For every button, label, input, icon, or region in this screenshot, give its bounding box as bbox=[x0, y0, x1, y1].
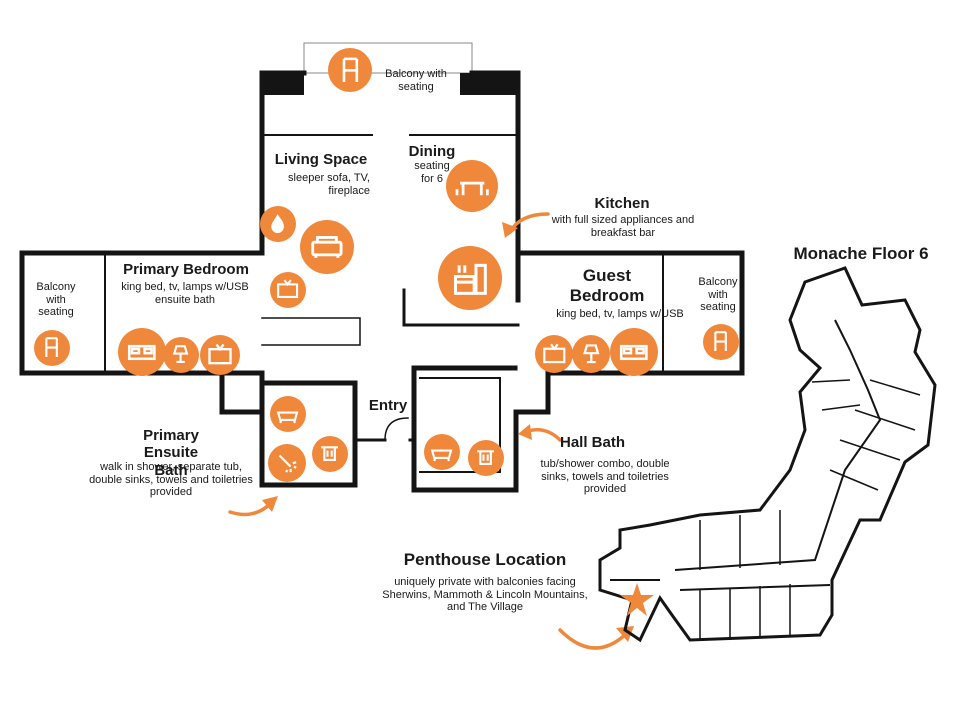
kitchen-icon bbox=[438, 246, 502, 310]
entry-label: Entry bbox=[368, 397, 408, 414]
living-space-desc: sleeper sofa, TV, fireplace bbox=[288, 172, 370, 197]
guest-bedroom-desc: king bed, tv, lamps w/USB bbox=[556, 308, 684, 320]
tv-icon bbox=[535, 335, 573, 373]
kitchen-walls bbox=[402, 288, 520, 327]
wall-stub-left bbox=[262, 73, 304, 95]
sofa-icon bbox=[300, 220, 354, 274]
closet-lines bbox=[261, 317, 361, 346]
chair-icon bbox=[34, 330, 70, 366]
primary-bedroom-walls bbox=[19, 250, 265, 483]
shower-icon bbox=[268, 444, 306, 482]
unit-walls bbox=[19, 42, 745, 493]
primary-bath-walls bbox=[259, 380, 358, 488]
penthouse-title: Penthouse Location bbox=[403, 550, 567, 569]
bed-icon bbox=[118, 328, 166, 376]
bed-icon bbox=[610, 328, 658, 376]
lamp-icon bbox=[163, 337, 199, 373]
dining-table-icon bbox=[446, 160, 498, 212]
hall-bath-inner bbox=[419, 377, 501, 473]
penthouse-arrow bbox=[558, 628, 630, 650]
building-units bbox=[699, 379, 921, 640]
penthouse-star bbox=[620, 583, 654, 616]
hall-bath-desc: tub/shower combo, double sinks, towels a… bbox=[540, 458, 670, 496]
building-shell bbox=[598, 266, 937, 643]
chair-icon bbox=[703, 324, 739, 360]
chair-icon bbox=[328, 48, 372, 92]
balcony-right-label: Balcony with seating bbox=[698, 276, 738, 314]
kitchen-desc: with full sized appliances and breakfast… bbox=[551, 214, 695, 239]
dining-title: Dining bbox=[408, 143, 456, 160]
primary-ensuite-bath-title: Primary Ensuite Bath bbox=[143, 427, 199, 479]
balcony-left-label: Balcony with seating bbox=[36, 281, 76, 319]
towel-rack-icon bbox=[312, 436, 348, 472]
center-lower-walls bbox=[219, 365, 551, 493]
balcony-top-label: Balcony with seating bbox=[385, 68, 447, 93]
tv-icon bbox=[200, 335, 240, 375]
primary-bedroom-desc: king bed, tv, lamps w/USB ensuite bath bbox=[121, 281, 249, 306]
hall-bath-title: Hall Bath bbox=[560, 434, 626, 451]
entry-door bbox=[384, 417, 409, 441]
bathtub-icon bbox=[424, 434, 460, 470]
lamp-icon bbox=[572, 335, 610, 373]
primary-bedroom-title: Primary Bedroom bbox=[123, 261, 249, 278]
floor-title: Monache Floor 6 bbox=[793, 244, 929, 263]
dining-desc: seating for 6 bbox=[414, 160, 450, 185]
arrowheads bbox=[262, 222, 634, 642]
living-space-title: Living Space bbox=[274, 151, 368, 168]
bathtub-icon bbox=[270, 396, 306, 432]
primary-ensuite-bath-desc: walk in shower, separate tub, double sin… bbox=[89, 461, 253, 499]
tv-icon bbox=[270, 272, 306, 308]
towel-rack-icon bbox=[468, 440, 504, 476]
balcony-top-outline bbox=[303, 42, 473, 74]
fireplace-icon bbox=[260, 206, 296, 242]
penthouse-desc: uniquely private with balconies facing S… bbox=[382, 576, 588, 614]
guest-bedroom-title: Guest Bedroom bbox=[569, 266, 645, 305]
building-outline bbox=[598, 266, 937, 643]
kitchen-title: Kitchen bbox=[594, 195, 650, 212]
building-corridor bbox=[610, 319, 882, 591]
wall-stub-right bbox=[460, 73, 518, 95]
